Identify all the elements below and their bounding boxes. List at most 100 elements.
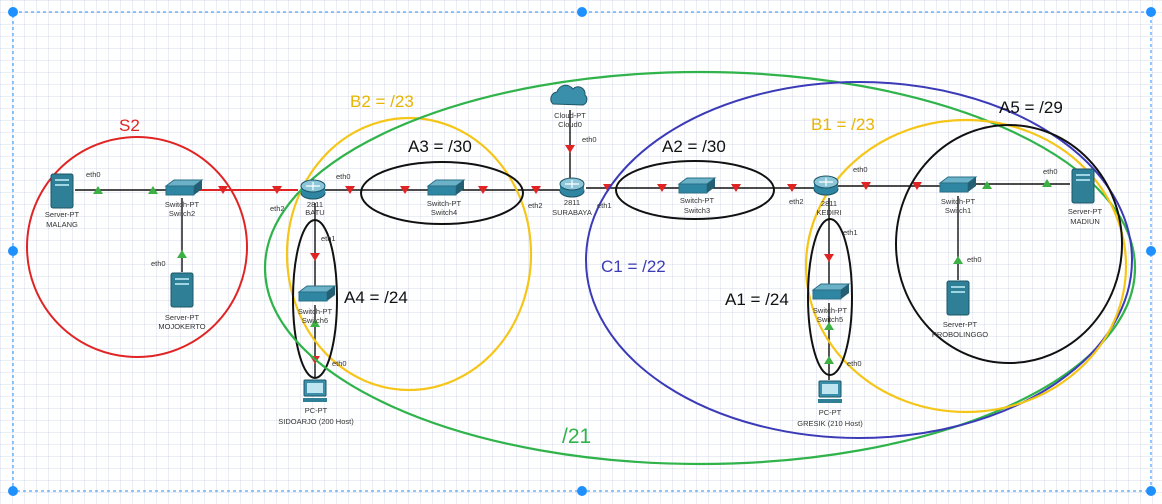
device-label-type: Switch-PT bbox=[680, 196, 715, 205]
device-switch4[interactable]: Switch-PT Switch4 bbox=[426, 179, 466, 217]
port-label: eth0 bbox=[336, 172, 351, 181]
device-label-type: PC-PT bbox=[819, 408, 842, 417]
region-label-s2: S2 bbox=[119, 116, 140, 135]
region-label-a3: A3 = /30 bbox=[408, 137, 472, 156]
region-label-b2: B2 = /23 bbox=[350, 92, 414, 111]
device-sidoarjo[interactable]: PC-PT SIDOARJO (200 Host) bbox=[278, 379, 354, 426]
device-probolinggo[interactable]: Server-PT PROBOLINGGO bbox=[932, 280, 988, 339]
switch-icon bbox=[677, 177, 717, 194]
port-label: eth1 bbox=[843, 228, 858, 237]
port-label: eth2 bbox=[528, 201, 543, 210]
server-icon bbox=[1071, 168, 1095, 204]
region-a5[interactable] bbox=[895, 124, 1123, 364]
region-a1[interactable] bbox=[807, 218, 853, 376]
device-label-type: 2811 bbox=[564, 198, 580, 207]
device-label-name: Switch3 bbox=[684, 206, 710, 215]
region-label-a2: A2 = /30 bbox=[662, 137, 726, 156]
handle-middle-right[interactable] bbox=[1146, 246, 1156, 256]
router-icon bbox=[813, 175, 839, 196]
router-icon bbox=[300, 179, 326, 200]
device-mojokerto[interactable]: Server-PT MOJOKERTO bbox=[158, 272, 206, 331]
pc-icon bbox=[303, 379, 327, 402]
handle-bottom-center[interactable] bbox=[577, 486, 587, 496]
port-label: eth0 bbox=[847, 359, 862, 368]
region-a4[interactable] bbox=[292, 219, 338, 379]
link-markers-green bbox=[93, 179, 1052, 364]
switch-icon bbox=[938, 176, 978, 193]
device-label-type: 2811 bbox=[307, 200, 323, 209]
region-label-a1: A1 = /24 bbox=[725, 290, 789, 309]
device-label-type: Server-PT bbox=[165, 313, 200, 322]
handle-top-left[interactable] bbox=[8, 7, 18, 17]
device-label-name: Switch1 bbox=[945, 206, 971, 215]
device-label-name: GRESIK (210 Host) bbox=[797, 419, 863, 428]
port-label: eth2 bbox=[270, 204, 285, 213]
region-label-b1: B1 = /23 bbox=[811, 115, 875, 134]
region-a2[interactable] bbox=[615, 160, 775, 220]
device-gresik[interactable]: PC-PT GRESIK (210 Host) bbox=[797, 380, 863, 428]
device-label-type: Server-PT bbox=[45, 210, 80, 219]
device-switch6[interactable]: Switch-PT Switch6 bbox=[297, 285, 337, 325]
device-batu[interactable]: 2811 BATU bbox=[300, 179, 326, 217]
device-switch1[interactable]: Switch-PT Switch1 bbox=[938, 176, 978, 215]
device-switch5[interactable]: Switch-PT Switch5 bbox=[811, 283, 851, 324]
device-label-type: 2811 bbox=[821, 199, 837, 208]
switch-icon bbox=[164, 179, 204, 196]
region-c1[interactable] bbox=[585, 81, 1133, 439]
device-label-name: Switch2 bbox=[169, 209, 195, 218]
device-malang[interactable]: Server-PT MALANG bbox=[45, 173, 80, 229]
region-s2[interactable] bbox=[26, 136, 248, 358]
device-label-name: MOJOKERTO bbox=[158, 322, 205, 331]
device-label-name: SIDOARJO (200 Host) bbox=[278, 417, 354, 426]
device-label-type: Switch-PT bbox=[427, 199, 462, 208]
port-label: eth0 bbox=[582, 135, 597, 144]
selection-handles[interactable] bbox=[8, 7, 1156, 496]
port-label: eth0 bbox=[151, 259, 166, 268]
device-label-type: PC-PT bbox=[305, 406, 328, 415]
region-label-c1: C1 = /22 bbox=[601, 257, 666, 276]
pc-icon bbox=[818, 380, 842, 403]
device-label-type: Switch-PT bbox=[813, 306, 848, 315]
device-label-type: Cloud-PT bbox=[554, 111, 586, 120]
device-label-name: PROBOLINGGO bbox=[932, 330, 988, 339]
device-label-name: KEDIRI bbox=[816, 208, 841, 217]
subnet-regions bbox=[26, 70, 1137, 466]
device-madiun[interactable]: Server-PT MADIUN bbox=[1068, 168, 1103, 226]
device-label-name: Switch4 bbox=[431, 208, 457, 217]
region-b2[interactable] bbox=[285, 116, 533, 392]
device-switch2[interactable]: Switch-PT Switch2 bbox=[164, 179, 204, 218]
switch-icon bbox=[297, 285, 337, 302]
server-icon bbox=[170, 272, 194, 308]
server-icon bbox=[50, 173, 74, 209]
links bbox=[75, 110, 1070, 380]
handle-top-right[interactable] bbox=[1146, 7, 1156, 17]
region-21[interactable] bbox=[263, 70, 1137, 466]
region-a3[interactable] bbox=[360, 161, 524, 225]
handle-bottom-right[interactable] bbox=[1146, 486, 1156, 496]
device-switch3[interactable]: Switch-PT Switch3 bbox=[677, 177, 717, 215]
server-icon bbox=[946, 280, 970, 316]
port-label: eth0 bbox=[1043, 167, 1058, 176]
handle-bottom-left[interactable] bbox=[8, 486, 18, 496]
region-label-a5: A5 = /29 bbox=[999, 98, 1063, 117]
device-label-type: Server-PT bbox=[1068, 207, 1103, 216]
handle-top-center[interactable] bbox=[577, 7, 587, 17]
device-label-type: Switch-PT bbox=[165, 200, 200, 209]
device-label-type: Switch-PT bbox=[298, 307, 333, 316]
port-label: eth0 bbox=[967, 255, 982, 264]
device-surabaya[interactable]: 2811 SURABAYA bbox=[552, 177, 592, 217]
port-label: eth1 bbox=[597, 201, 612, 210]
port-label: eth0 bbox=[853, 165, 868, 174]
port-label: eth1 bbox=[321, 234, 336, 243]
cloud-icon bbox=[550, 84, 588, 106]
region-b1[interactable] bbox=[804, 118, 1128, 414]
device-label-name: Switch5 bbox=[817, 315, 843, 324]
device-cloud0[interactable]: Cloud-PT Cloud0 bbox=[550, 84, 588, 129]
device-kediri[interactable]: 2811 KEDIRI bbox=[813, 175, 842, 217]
device-label-name: BATU bbox=[305, 208, 324, 217]
handle-middle-left[interactable] bbox=[8, 246, 18, 256]
region-label-a4: A4 = /24 bbox=[344, 288, 408, 307]
port-label: eth0 bbox=[86, 170, 101, 179]
device-label-name: Cloud0 bbox=[558, 120, 582, 129]
